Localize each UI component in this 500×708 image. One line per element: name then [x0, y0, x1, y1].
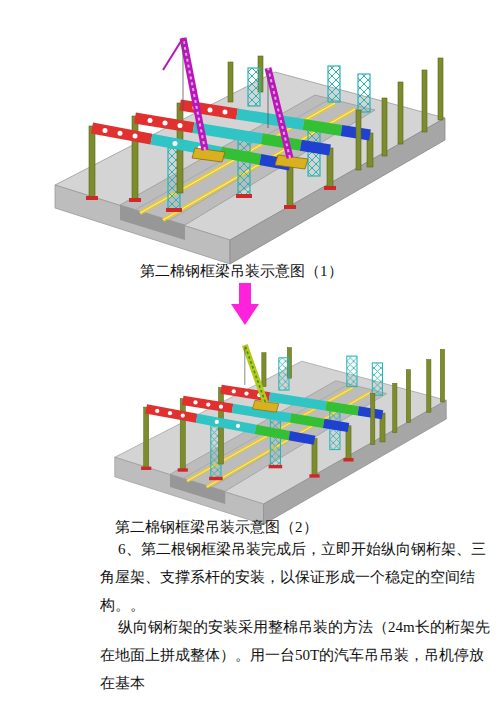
figure-caption: 第二棉钢框梁吊装示意图（1） — [140, 261, 343, 281]
site-scene-bottom — [115, 345, 447, 524]
body-paragraph: 6、第二根钢框梁吊装完成后，立即开始纵向钢桁架、三角屋架、支撑系杆的安装，以保证… — [100, 535, 495, 619]
site-scene-top — [55, 38, 445, 264]
body-paragraph: 纵向钢桁架的安装采用整棉吊装的方法（24m长的桁架先在地面上拼成整体）。用一台5… — [100, 613, 495, 697]
figure-caption: 第二棉钢框梁吊装示意图（2） — [115, 517, 318, 537]
down-arrow — [231, 283, 259, 325]
